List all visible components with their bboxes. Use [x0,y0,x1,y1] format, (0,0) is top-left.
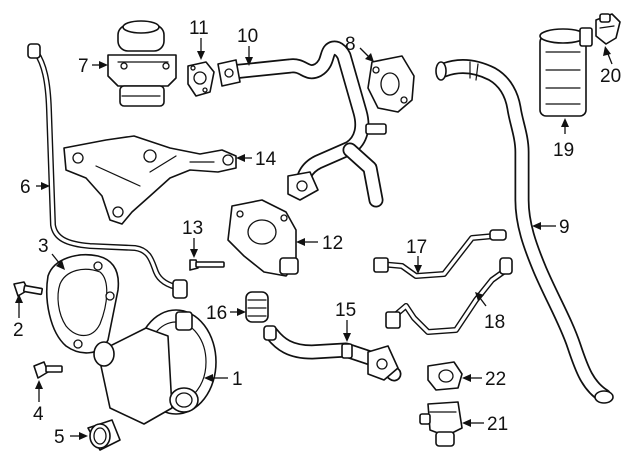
callout-6: 6 [20,177,50,198]
callout-17: 17 [406,237,427,274]
callout-19-label: 19 [553,140,574,161]
callout-8-label: 8 [345,34,356,55]
part-13-bolt [189,259,225,271]
part-8-valve-body [367,55,415,113]
callout-9-label: 9 [559,217,570,238]
callout-16-label: 16 [206,303,227,324]
callout-1: 1 [204,369,243,390]
callout-8: 8 [345,34,374,62]
callout-4: 4 [33,380,44,425]
callout-2-label: 2 [13,320,24,341]
callout-11-label: 11 [189,18,209,39]
callout-18: 18 [475,292,505,333]
callout-19: 19 [553,118,574,161]
callout-3-label: 3 [38,236,49,257]
part-17-sensor-line [373,229,507,279]
callout-22: 22 [462,369,506,390]
callout-11: 11 [189,18,209,60]
part-15-hose [263,325,402,382]
callout-14-label: 14 [255,149,277,170]
callout-20-label: 20 [600,66,621,87]
callout-13-label: 13 [182,218,203,239]
callout-7-label: 7 [78,56,89,77]
callout-9: 9 [532,217,570,238]
callout-12-label: 12 [322,233,343,254]
callout-16: 16 [206,303,246,324]
callout-2: 2 [13,294,24,341]
callout-4-label: 4 [33,404,44,425]
callout-14: 14 [236,149,277,170]
callout-10: 10 [237,26,258,66]
part-21-valve [419,401,463,447]
callout-10-label: 10 [237,26,258,47]
callout-12: 12 [296,233,343,254]
callout-18-label: 18 [484,312,505,333]
part-19-canister [539,27,593,117]
part-6-air-pipe [27,43,188,299]
part-1-air-pump [93,309,217,425]
callout-5: 5 [54,427,88,448]
callout-3: 3 [38,236,65,270]
callout-20: 20 [600,46,621,87]
part-9-large-hose [435,59,614,404]
callout-5-label: 5 [54,427,65,448]
callout-21-label: 21 [487,414,508,435]
callout-15-label: 15 [335,300,356,321]
part-20-connector [595,13,621,45]
part-11-gasket [187,61,215,97]
callout-7: 7 [78,56,108,77]
part-5-sleeve [87,419,121,451]
callout-17-label: 17 [406,237,427,258]
part-22-clip [427,361,463,391]
callout-21: 21 [462,414,508,435]
part-4-bolt [33,361,63,379]
part-3-cover [46,254,120,354]
part-7-valve-assembly [107,20,177,107]
part-12-housing [227,199,299,277]
callout-22-label: 22 [485,369,506,390]
part-10-tube [217,40,387,208]
callout-1-label: 1 [232,369,243,390]
callout-15: 15 [335,300,356,342]
part-16-fitting [245,291,269,323]
part-14-bracket [63,135,237,225]
callout-6-label: 6 [20,177,31,198]
part-2-bolt [13,281,44,297]
part-18-sensor-line [385,257,513,335]
callout-13: 13 [182,218,203,258]
